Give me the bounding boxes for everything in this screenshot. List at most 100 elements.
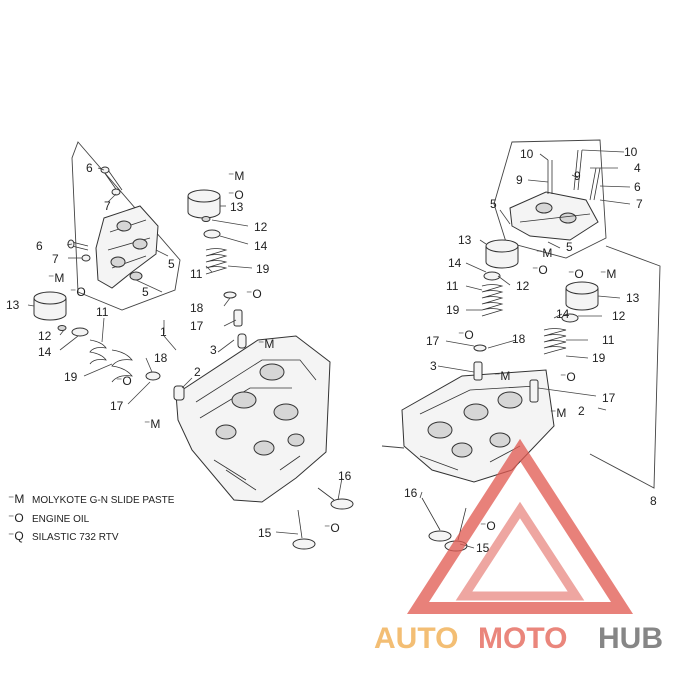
left-valve-spring-upper xyxy=(205,248,228,275)
callout-17: 17 xyxy=(190,319,204,333)
callout-12: 12 xyxy=(516,279,530,293)
symbol-o: ⁻O xyxy=(228,188,244,202)
callout-5: 5 xyxy=(490,197,497,211)
symbol-o: ⁻O xyxy=(246,287,262,301)
left-washer-7-lower xyxy=(81,254,91,262)
callout-7: 7 xyxy=(104,199,111,213)
callout-12: 12 xyxy=(38,329,52,343)
symbol-m: ⁻M xyxy=(144,417,160,431)
symbol-m: ⁻M xyxy=(550,406,566,420)
svg-text:⁻Q: ⁻Q xyxy=(8,529,24,543)
watermark-triangle-logo xyxy=(406,438,634,614)
left-rocker-support xyxy=(95,205,159,289)
callout-14: 14 xyxy=(38,345,52,359)
callout-19: 19 xyxy=(592,351,606,365)
left-spring-seat-18-lower xyxy=(145,371,161,381)
callout-9: 9 xyxy=(516,173,523,187)
left-retainer-14 xyxy=(203,229,221,239)
callout-18: 18 xyxy=(512,332,526,346)
callout-14: 14 xyxy=(556,307,570,321)
callout-13: 13 xyxy=(6,298,20,312)
callout-2: 2 xyxy=(194,365,201,379)
callout-3: 3 xyxy=(210,343,217,357)
legend-label: MOLYKOTE G-N SLIDE PASTE xyxy=(32,495,175,506)
right-spring-seat-18 xyxy=(473,344,487,352)
svg-text:⁻M: ⁻M xyxy=(8,492,24,506)
right-rocker-frame xyxy=(493,139,607,259)
callout-4: 4 xyxy=(634,161,641,175)
lubricant-symbols: ⁻M ⁻O ⁻M ⁻O ⁻O ⁻M ⁻O ⁻M ⁻O ⁻M ⁻O ⁻O ⁻M ⁻… xyxy=(48,169,616,535)
left-retainer-14-lower xyxy=(71,327,89,337)
symbol-m: ⁻M xyxy=(48,271,64,285)
callout-13: 13 xyxy=(458,233,472,247)
symbol-o: ⁻O xyxy=(70,285,86,299)
callout-numbers: 6 7 6 7 5 5 13 12 14 19 11 18 17 13 12 1… xyxy=(6,145,657,555)
automotohub-watermark: AUTO MOTO HUB xyxy=(374,438,663,655)
left-washer-7 xyxy=(111,188,121,196)
callout-17: 17 xyxy=(110,399,124,413)
callout-7: 7 xyxy=(636,197,643,211)
legend-item-molykote: ⁻M MOLYKOTE G-N SLIDE PASTE xyxy=(8,492,175,506)
symbol-m: ⁻M xyxy=(536,246,552,260)
left-dowel-pin-2b xyxy=(237,333,247,349)
symbol-m: ⁻M xyxy=(228,169,244,183)
watermark-hub-text: HUB xyxy=(598,622,663,655)
callout-16: 16 xyxy=(338,469,352,483)
callout-9: 9 xyxy=(574,169,581,183)
legend-symbol: M xyxy=(14,492,24,506)
right-valve-spring-lower xyxy=(543,328,567,355)
callout-12: 12 xyxy=(612,309,626,323)
left-cylinder-head-assembly xyxy=(27,141,354,550)
symbol-o: ⁻O xyxy=(324,521,340,535)
left-tappet-13 xyxy=(187,189,221,219)
right-retainer-14 xyxy=(483,271,501,281)
callout-6: 6 xyxy=(86,161,93,175)
callout-5: 5 xyxy=(142,285,149,299)
legend-symbol: O xyxy=(14,511,23,525)
symbol-o: ⁻O xyxy=(532,263,548,277)
callout-15: 15 xyxy=(258,526,272,540)
watermark-moto-text: MOTO xyxy=(478,622,567,655)
right-tappet-13 xyxy=(485,239,519,269)
callout-18: 18 xyxy=(190,301,204,315)
symbol-m: ⁻M xyxy=(600,267,616,281)
right-valve-guide-3 xyxy=(473,361,483,381)
left-leader-lines xyxy=(27,167,343,535)
callout-12: 12 xyxy=(254,220,268,234)
left-shim-12-lower xyxy=(57,325,67,331)
legend-symbol: Q xyxy=(14,529,23,543)
left-shim-12 xyxy=(201,216,211,222)
right-retainer-14-lower xyxy=(561,313,579,323)
callout-5: 5 xyxy=(168,257,175,271)
left-bolt-6 xyxy=(100,166,123,193)
symbol-m: ⁻M xyxy=(258,337,274,351)
symbol-o: ⁻O xyxy=(116,374,132,388)
left-valve-spring-lower xyxy=(89,339,133,383)
callout-18: 18 xyxy=(154,351,168,365)
callout-10: 10 xyxy=(624,145,638,159)
callout-5: 5 xyxy=(566,240,573,254)
symbol-m: ⁻M xyxy=(494,369,510,383)
callout-19: 19 xyxy=(256,262,270,276)
callout-3: 3 xyxy=(430,359,437,373)
right-assembly-bracket xyxy=(381,245,661,489)
callout-2: 2 xyxy=(578,404,585,418)
legend-label: ENGINE OIL xyxy=(32,514,90,525)
svg-text:⁻O: ⁻O xyxy=(8,511,24,525)
right-bolts-10 xyxy=(547,149,601,201)
right-cylinder-head-assembly xyxy=(381,139,661,552)
left-rocker-frame xyxy=(71,141,181,311)
left-exhaust-valve-16 xyxy=(317,487,354,510)
callout-14: 14 xyxy=(448,256,462,270)
callout-1: 1 xyxy=(160,325,167,339)
callout-15: 15 xyxy=(476,541,490,555)
callout-17: 17 xyxy=(602,391,616,405)
callout-19: 19 xyxy=(446,303,460,317)
callout-13: 13 xyxy=(626,291,640,305)
right-valve-guide-17 xyxy=(529,379,539,403)
callout-10: 10 xyxy=(520,147,534,161)
left-spring-seat-18 xyxy=(223,291,237,299)
callout-7: 7 xyxy=(52,252,59,266)
callout-11: 11 xyxy=(602,333,615,347)
